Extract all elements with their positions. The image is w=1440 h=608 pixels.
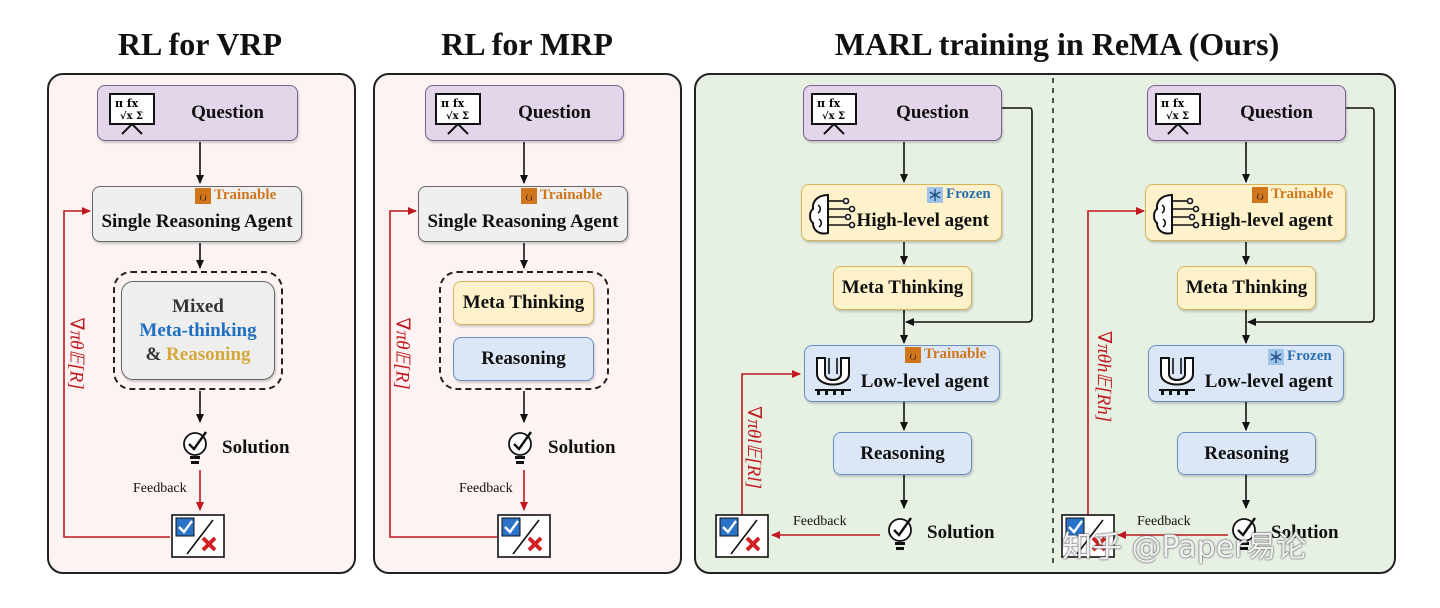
high-level-label: High-level agent bbox=[1200, 210, 1333, 231]
high-level-agent-box: High-level agent bbox=[1145, 184, 1346, 241]
question-box: π fx √x Σ Question bbox=[1147, 85, 1346, 141]
math-board-icon: π fx √x Σ bbox=[435, 93, 481, 135]
trainable-tag: Trainable bbox=[521, 187, 602, 204]
snowflake-icon bbox=[927, 186, 943, 203]
panel-vrp bbox=[47, 73, 356, 574]
solution-label: Solution bbox=[222, 437, 290, 458]
question-label: Question bbox=[191, 102, 264, 123]
svg-text:π fx: π fx bbox=[115, 97, 139, 110]
svg-text:√x Σ: √x Σ bbox=[1166, 110, 1189, 122]
trainable-tag: Trainable bbox=[905, 346, 986, 363]
trainable-tag: Trainable bbox=[1252, 186, 1333, 203]
magnet-gear-icon bbox=[815, 357, 851, 395]
svg-text:π fx: π fx bbox=[441, 97, 465, 110]
low-level-label: Low-level agent bbox=[1204, 371, 1333, 392]
feedback-label: Feedback bbox=[459, 481, 513, 496]
feedback-label: Feedback bbox=[133, 481, 187, 496]
flame-icon bbox=[195, 187, 211, 204]
gradient-label-mrp: ∇πθ𝔼[R] bbox=[391, 317, 413, 390]
high-level-agent-box: High-level agent bbox=[801, 184, 1002, 241]
svg-text:√x Σ: √x Σ bbox=[120, 110, 143, 122]
meta-reasoning-dashed-group bbox=[439, 271, 609, 390]
reasoning-box: Reasoning bbox=[833, 432, 972, 475]
svg-text:√x Σ: √x Σ bbox=[822, 110, 845, 122]
low-level-agent-box: Low-level agent bbox=[804, 345, 1000, 402]
title-mrp: RL for MRP bbox=[441, 26, 613, 62]
reward-check-cross-icon bbox=[497, 514, 551, 558]
mixed-dashed-group bbox=[113, 271, 283, 390]
lightbulb-check-icon bbox=[508, 431, 532, 464]
meta-thinking-box: Meta Thinking bbox=[833, 266, 972, 310]
reasoning-box: Reasoning bbox=[1177, 432, 1316, 475]
meta-thinking-box: Meta Thinking bbox=[453, 281, 594, 325]
feedback-label: Feedback bbox=[1137, 514, 1191, 529]
gradient-label-high: ∇πθh𝔼[Rh] bbox=[1093, 330, 1115, 423]
reward-check-cross-icon bbox=[171, 514, 225, 558]
question-label: Question bbox=[896, 102, 969, 123]
solution-label: Solution bbox=[927, 522, 995, 543]
meta-thinking-box: Meta Thinking bbox=[1177, 266, 1316, 310]
question-label: Question bbox=[518, 102, 591, 123]
lightbulb-check-icon bbox=[183, 431, 207, 464]
gradient-label-vrp: ∇πθ𝔼[R] bbox=[65, 317, 87, 390]
snowflake-icon bbox=[1268, 348, 1284, 365]
frozen-tag: Frozen bbox=[927, 186, 991, 203]
math-board-icon: π fx √x Σ bbox=[811, 93, 857, 135]
brain-circuit-icon bbox=[809, 193, 856, 235]
frozen-tag: Frozen bbox=[1268, 348, 1332, 365]
reward-check-cross-icon bbox=[715, 514, 769, 558]
svg-text:π fx: π fx bbox=[1161, 97, 1185, 110]
title-vrp: RL for VRP bbox=[117, 26, 283, 62]
brain-circuit-icon bbox=[1153, 193, 1200, 235]
question-box: π fx √x Σ Question bbox=[425, 85, 624, 141]
solution-label: Solution bbox=[548, 437, 616, 458]
question-box: π fx √x Σ Question bbox=[803, 85, 1002, 141]
gradient-label-low: ∇πθl𝔼[Rl] bbox=[742, 406, 764, 489]
trainable-tag: Trainable bbox=[195, 187, 276, 204]
svg-text:π fx: π fx bbox=[817, 97, 841, 110]
single-agent-label: Single Reasoning Agent bbox=[101, 211, 293, 232]
reasoning-box: Reasoning bbox=[453, 337, 594, 381]
watermark: 知乎 @Paper易论 bbox=[1062, 530, 1307, 565]
solution-label: Solution bbox=[1271, 522, 1339, 543]
low-level-label: Low-level agent bbox=[860, 371, 989, 392]
high-level-label: High-level agent bbox=[856, 210, 989, 231]
svg-text:√x Σ: √x Σ bbox=[446, 110, 469, 122]
title-rema: MARL training in ReMA (Ours) bbox=[834, 26, 1280, 62]
mixed-box: Mixed Meta-thinking & Reasoning bbox=[121, 281, 275, 380]
low-level-agent-box: Low-level agent bbox=[1148, 345, 1344, 402]
reward-check-cross-icon bbox=[1061, 514, 1115, 558]
flame-icon bbox=[905, 346, 921, 363]
math-board-icon: π fx √x Σ bbox=[109, 93, 155, 135]
lightbulb-check-icon bbox=[1232, 517, 1256, 550]
math-board-icon: π fx √x Σ bbox=[1155, 93, 1201, 135]
magnet-gear-icon bbox=[1159, 357, 1195, 395]
lightbulb-check-icon bbox=[888, 517, 912, 550]
feedback-label: Feedback bbox=[793, 514, 847, 529]
panel-rema bbox=[694, 73, 1396, 574]
single-agent-label: Single Reasoning Agent bbox=[427, 211, 619, 232]
flame-icon bbox=[521, 187, 537, 204]
flame-icon bbox=[1252, 186, 1268, 203]
question-label: Question bbox=[1240, 102, 1313, 123]
question-box: π fx √x Σ Question bbox=[97, 85, 298, 141]
